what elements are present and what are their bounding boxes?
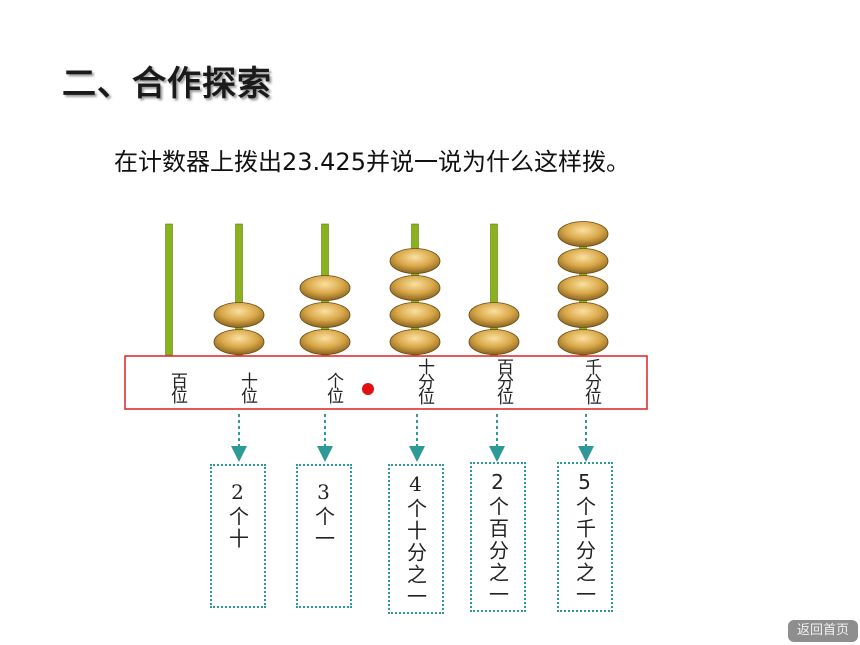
abacus-bead (557, 221, 609, 247)
abacus-bead (213, 329, 265, 355)
explanation-box-ones: 3个一 (296, 464, 352, 608)
abacus-bead (389, 248, 441, 274)
abacus-bead (557, 302, 609, 328)
abacus-rod (235, 223, 243, 356)
explanation-box-tenths: 4个十分之一 (388, 464, 444, 614)
place-label-thousandths: 千分位 (581, 358, 601, 403)
explanation-text: 2个百分之一 (485, 470, 510, 606)
abacus-bead (299, 275, 351, 301)
explanation-text: 5个千分之一 (572, 470, 597, 606)
page-title: 二、合作探索 (62, 64, 272, 104)
abacus-bead (468, 302, 520, 328)
abacus-bead (299, 329, 351, 355)
place-label-tenths: 十分位 (414, 358, 434, 403)
abacus-frame (124, 355, 648, 410)
place-label-ones: 个位 (323, 372, 343, 402)
place-label-hundreds: 百位 (167, 372, 187, 402)
explanation-text: 3个一 (311, 480, 336, 550)
explanation-box-tens: 2个十 (210, 464, 266, 608)
abacus-bead (557, 248, 609, 274)
abacus-bead (213, 302, 265, 328)
instruction-text: 在计数器上拨出23.425并说一说为什么这样拨。 (114, 148, 630, 176)
explanation-box-thousandths: 5个千分之一 (557, 462, 613, 612)
abacus-rod (490, 223, 498, 356)
decimal-point (362, 383, 374, 395)
abacus-bead (468, 329, 520, 355)
abacus-bead (299, 302, 351, 328)
abacus-bead (557, 329, 609, 355)
place-label-tens: 十位 (237, 372, 257, 402)
home-button[interactable]: 返回首页 (788, 620, 858, 642)
abacus-bead (389, 302, 441, 328)
place-label-hundredths: 百分位 (493, 358, 513, 403)
abacus-bead (389, 329, 441, 355)
explanation-text: 2个十 (225, 480, 250, 550)
abacus-bead (389, 275, 441, 301)
explanation-text: 4个十分之一 (403, 472, 428, 608)
abacus-bead (557, 275, 609, 301)
abacus-rod (165, 223, 173, 356)
explanation-box-hundredths: 2个百分之一 (470, 462, 526, 612)
